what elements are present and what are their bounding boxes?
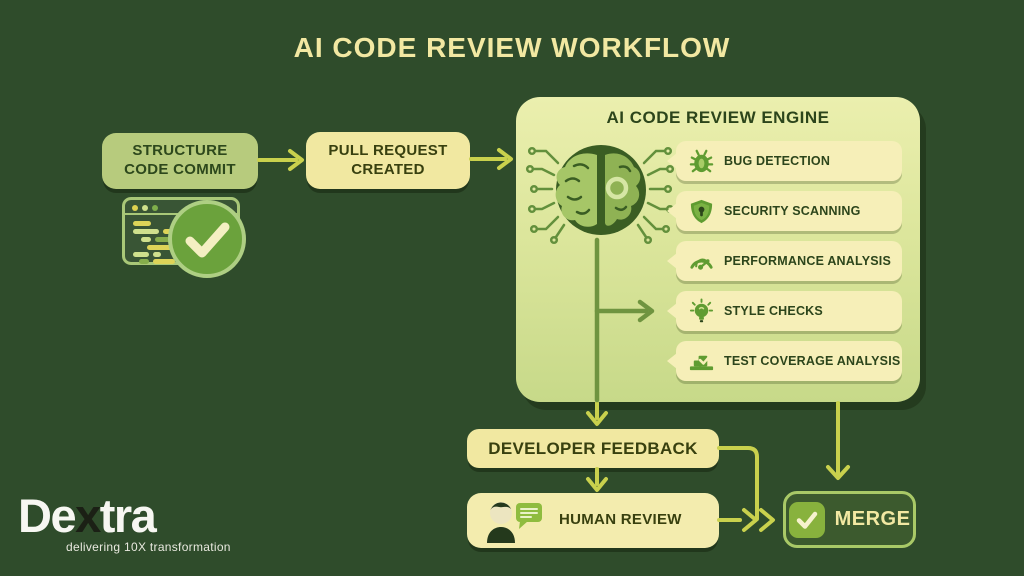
window-dot-icon — [132, 204, 138, 211]
node-developer-feedback: DEVELOPER FEEDBACK — [467, 429, 719, 468]
code-line — [139, 259, 149, 264]
brand-name-part: De — [18, 489, 77, 542]
item-notch — [667, 253, 677, 269]
engine-item-bug-detection: BUG DETECTION — [667, 141, 902, 181]
code-line — [133, 252, 149, 257]
panel-title: AI CODE REVIEW ENGINE — [606, 108, 830, 127]
person-with-speech-bubble-icon — [483, 499, 549, 543]
gauge-icon — [686, 246, 716, 276]
ai-engine-panel: AI CODE REVIEW ENGINE — [516, 97, 920, 402]
node-label: MERGE — [834, 508, 911, 530]
code-line — [141, 237, 151, 242]
window-dot-icon — [142, 204, 148, 211]
item-notch — [667, 353, 677, 369]
engine-item-label: BUG DETECTION — [724, 154, 831, 168]
page-title: AI CODE REVIEW WORKFLOW — [293, 32, 731, 63]
brand-name-accent: x — [75, 489, 101, 542]
node-structure-code-commit: STRUCTURE CODE COMMIT — [102, 133, 258, 189]
code-line — [133, 221, 151, 226]
item-notch — [667, 203, 677, 219]
node-merge: MERGE — [783, 491, 916, 548]
bug-icon — [686, 146, 716, 176]
bulb-icon — [686, 296, 716, 326]
code-line — [133, 229, 159, 234]
engine-item-test-coverage-analysis: TEST COVERAGE ANALYSIS — [667, 341, 902, 381]
stairs-check-icon — [686, 346, 716, 376]
item-notch — [667, 303, 677, 319]
engine-item-performance-analysis: PERFORMANCE ANALYSIS — [667, 241, 902, 281]
item-notch — [667, 153, 677, 169]
node-pull-request-created: PULL REQUEST CREATED — [306, 132, 470, 189]
engine-item-security-scanning: SECURITY SCANNING — [667, 191, 902, 231]
node-label: DEVELOPER FEEDBACK — [488, 438, 698, 458]
commit-check-icon — [168, 200, 246, 278]
engine-item-label: STYLE CHECKS — [724, 304, 823, 318]
engine-item-label: PERFORMANCE ANALYSIS — [724, 254, 891, 268]
code-line — [147, 245, 175, 250]
node-label: HUMAN REVIEW — [559, 511, 682, 529]
node-human-review: HUMAN REVIEW — [467, 493, 719, 548]
engine-item-label: SECURITY SCANNING — [724, 204, 861, 218]
window-dot-icon — [152, 204, 158, 211]
brand-name: Dextra — [18, 490, 231, 542]
brand-tagline: delivering 10X transformation — [66, 539, 231, 554]
shield-icon — [686, 196, 716, 226]
green-checkbox-icon — [788, 501, 825, 538]
node-label: STRUCTURE CODE COMMIT — [124, 142, 236, 178]
brand-name-part: tra — [99, 489, 157, 542]
node-label: PULL REQUEST CREATED — [328, 141, 448, 178]
ai-brain-circuit-icon — [524, 133, 675, 263]
engine-item-style-checks: STYLE CHECKS — [667, 291, 902, 331]
code-line — [153, 252, 161, 257]
brand-logo: Dextra delivering 10X transformation — [18, 490, 231, 554]
code-line — [155, 237, 175, 242]
engine-item-label: TEST COVERAGE ANALYSIS — [724, 354, 901, 368]
code-line — [153, 259, 175, 264]
